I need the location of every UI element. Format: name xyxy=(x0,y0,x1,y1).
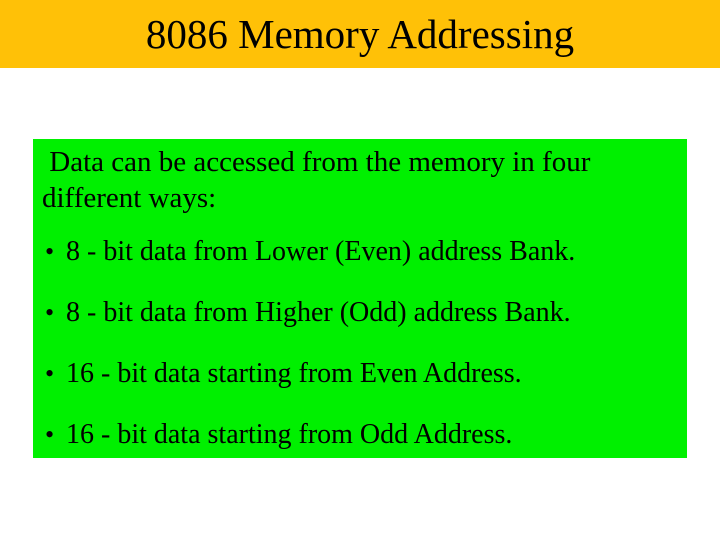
bullet-item: • 16 - bit data starting from Even Addre… xyxy=(42,357,679,391)
bullet-text: 8 - bit data from Higher (Odd) address B… xyxy=(66,297,571,328)
page-title: 8086 Memory Addressing xyxy=(145,10,575,57)
bullet-marker: • xyxy=(45,420,55,449)
slide-title-bar: 8086 Memory Addressing xyxy=(0,0,720,68)
bullet-marker: • xyxy=(45,359,55,388)
bullet-marker: • xyxy=(45,237,55,266)
bullet-item: • 16 - bit data starting from Odd Addres… xyxy=(42,418,679,452)
bullet-item: • 8 - bit data from Lower (Even) address… xyxy=(42,235,679,269)
bullet-text: 16 - bit data starting from Odd Address. xyxy=(66,419,513,450)
content-panel: Data can be accessed from the memory in … xyxy=(33,139,687,458)
bullet-text: 16 - bit data starting from Even Address… xyxy=(66,358,522,389)
bullet-item: • 8 - bit data from Higher (Odd) address… xyxy=(42,296,679,330)
bullet-text: 8 - bit data from Lower (Even) address B… xyxy=(66,236,576,267)
bullet-marker: • xyxy=(45,298,55,327)
intro-text: Data can be accessed from the memory in … xyxy=(42,146,591,214)
bullet-list: • 8 - bit data from Lower (Even) address… xyxy=(33,235,687,452)
